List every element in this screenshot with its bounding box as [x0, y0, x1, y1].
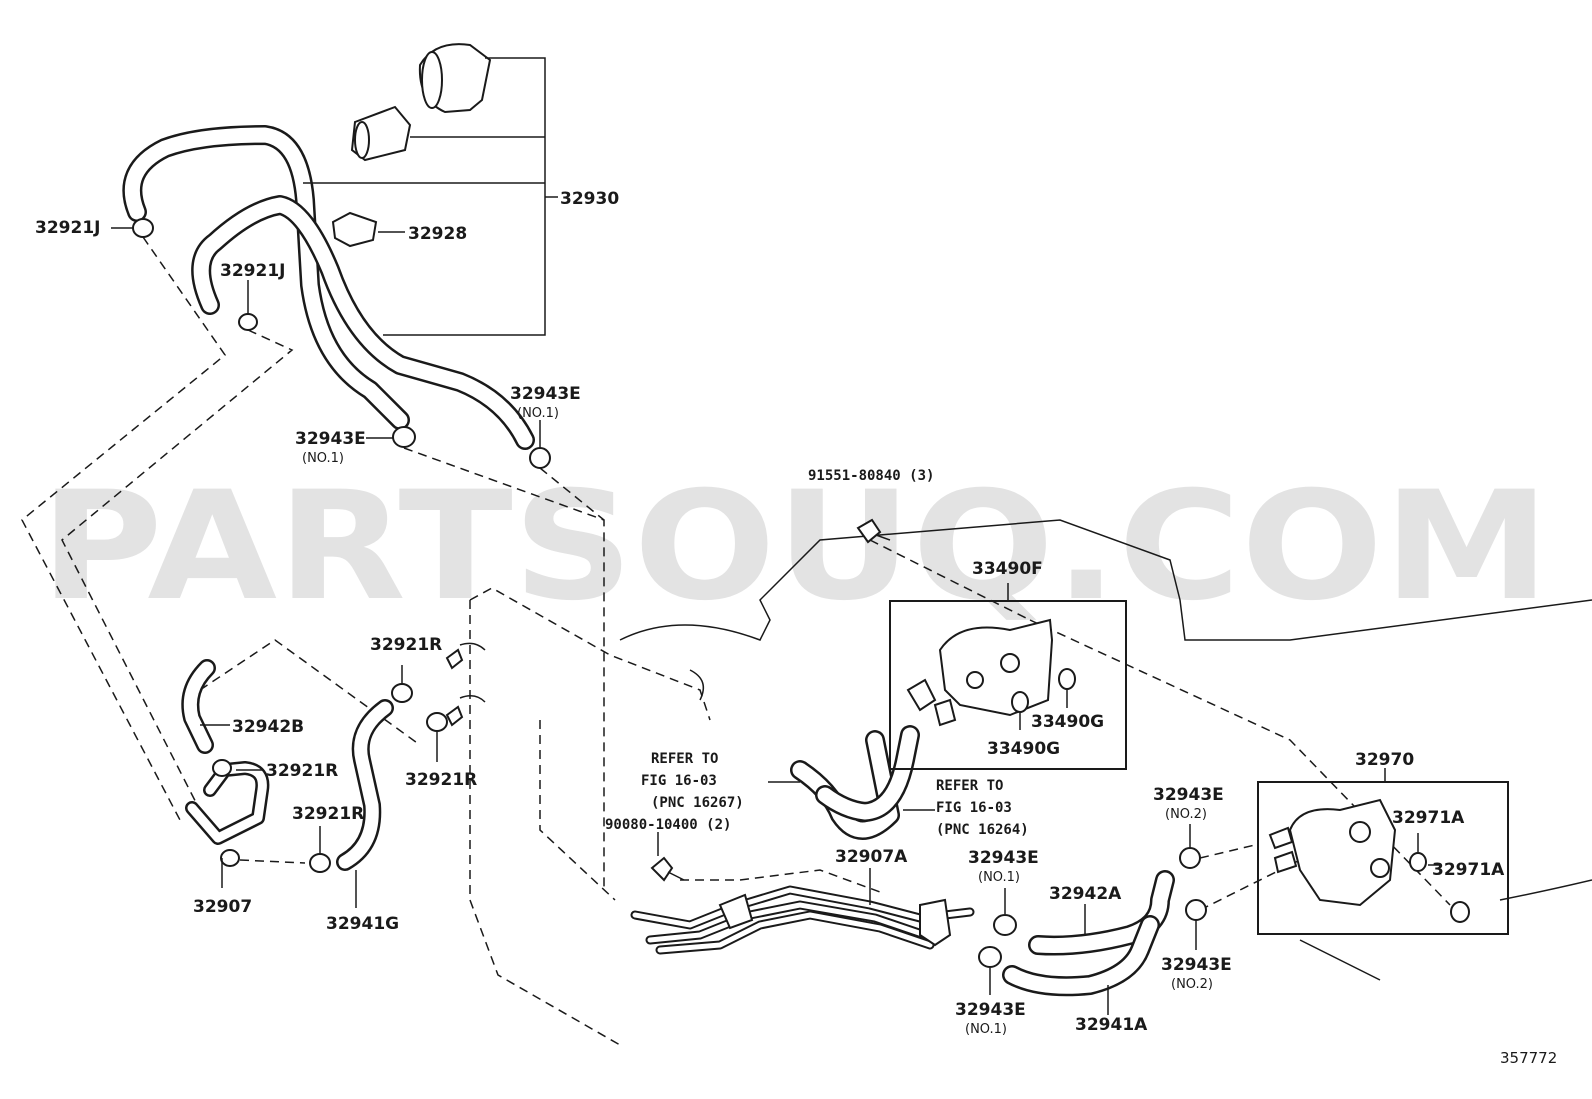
label-32930: 32930	[560, 189, 619, 209]
label-32943E-top-right-sub: (NO.1)	[517, 406, 559, 421]
hose-assembly-32930	[122, 43, 558, 450]
label-32943E-top-right: 32943E	[510, 384, 581, 404]
routing-lines	[21, 236, 1451, 911]
hose-32941A	[1002, 915, 1160, 1015]
label-32921J-a: 32921J	[35, 218, 100, 238]
label-32907A: 32907A	[835, 847, 908, 867]
label-32921R-c: 32921R	[266, 761, 338, 781]
bolt-91551	[856, 518, 891, 544]
label-90080-10400: 90080-10400 (2)	[605, 817, 731, 833]
label-32943E-no2-bot: 32943E	[1161, 955, 1232, 975]
label-refer2-line1: REFER TO	[936, 778, 1003, 794]
label-33490F: 33490F	[972, 559, 1043, 579]
label-32943E-mid: 32943E	[968, 848, 1039, 868]
label-32921R-a: 32921R	[370, 635, 442, 655]
cooler-33490F	[889, 583, 1127, 770]
label-91551-80840: 91551-80840 (3)	[808, 468, 934, 484]
label-32928: 32928	[408, 224, 467, 244]
label-32943E-low: 32943E	[955, 1000, 1026, 1020]
label-32943E-low-sub: (NO.1)	[965, 1022, 1007, 1037]
clamps-32943E-right	[978, 824, 1207, 995]
hose-32907	[185, 759, 270, 888]
bolt-90080	[650, 832, 685, 882]
label-refer2-line2: FIG 16-03	[936, 800, 1012, 816]
clamp-32921R-center	[391, 642, 486, 762]
label-32921R-b: 32921R	[405, 770, 477, 790]
label-32941G: 32941G	[326, 914, 399, 934]
label-32943E-no2-bot-sub: (NO.2)	[1171, 977, 1213, 992]
valve-32970	[1257, 768, 1509, 935]
label-32943E-mid-sub: (NO.1)	[978, 870, 1020, 885]
label-refer2-line3: (PNC 16264)	[936, 822, 1029, 838]
label-refer1-line1: REFER TO	[651, 751, 718, 767]
label-32970: 32970	[1355, 750, 1414, 770]
label-32907: 32907	[193, 897, 252, 917]
illustration-number: 357772	[1500, 1049, 1557, 1067]
pipe-assembly-32907A	[630, 868, 975, 955]
label-32943E-no2-top-sub: (NO.2)	[1165, 807, 1207, 822]
label-32943E-top-left-sub: (NO.1)	[302, 451, 344, 466]
label-32921J-b: 32921J	[220, 261, 285, 281]
label-32942A: 32942A	[1049, 884, 1122, 904]
body-outline	[469, 519, 1592, 1046]
label-32971A-a: 32971A	[1392, 808, 1465, 828]
label-32941A: 32941A	[1075, 1015, 1148, 1035]
label-33490G-b: 33490G	[987, 739, 1060, 759]
hose-32942A	[1028, 870, 1175, 956]
watermark-text: PARTSOUQ.COM	[40, 460, 1550, 634]
clamp-32943E-upper	[366, 420, 551, 469]
hose-32941G	[336, 699, 394, 908]
label-refer1-line3: (PNC 16267)	[651, 795, 744, 811]
refer-hoses	[768, 725, 935, 840]
label-32921R-d: 32921R	[292, 804, 364, 824]
label-refer1-line2: FIG 16-03	[641, 773, 717, 789]
label-32942B: 32942B	[232, 717, 304, 737]
clamp-32921R-left	[309, 826, 331, 873]
hose-32942B	[181, 659, 230, 754]
label-32943E-no2-top: 32943E	[1153, 785, 1224, 805]
label-32943E-top-left: 32943E	[295, 429, 366, 449]
callout-labels: 32930 32921J 32921J 32928 32943E (NO.1) …	[35, 189, 1557, 1067]
label-32971A-b: 32971A	[1432, 860, 1505, 880]
label-33490G-a: 33490G	[1031, 712, 1104, 732]
